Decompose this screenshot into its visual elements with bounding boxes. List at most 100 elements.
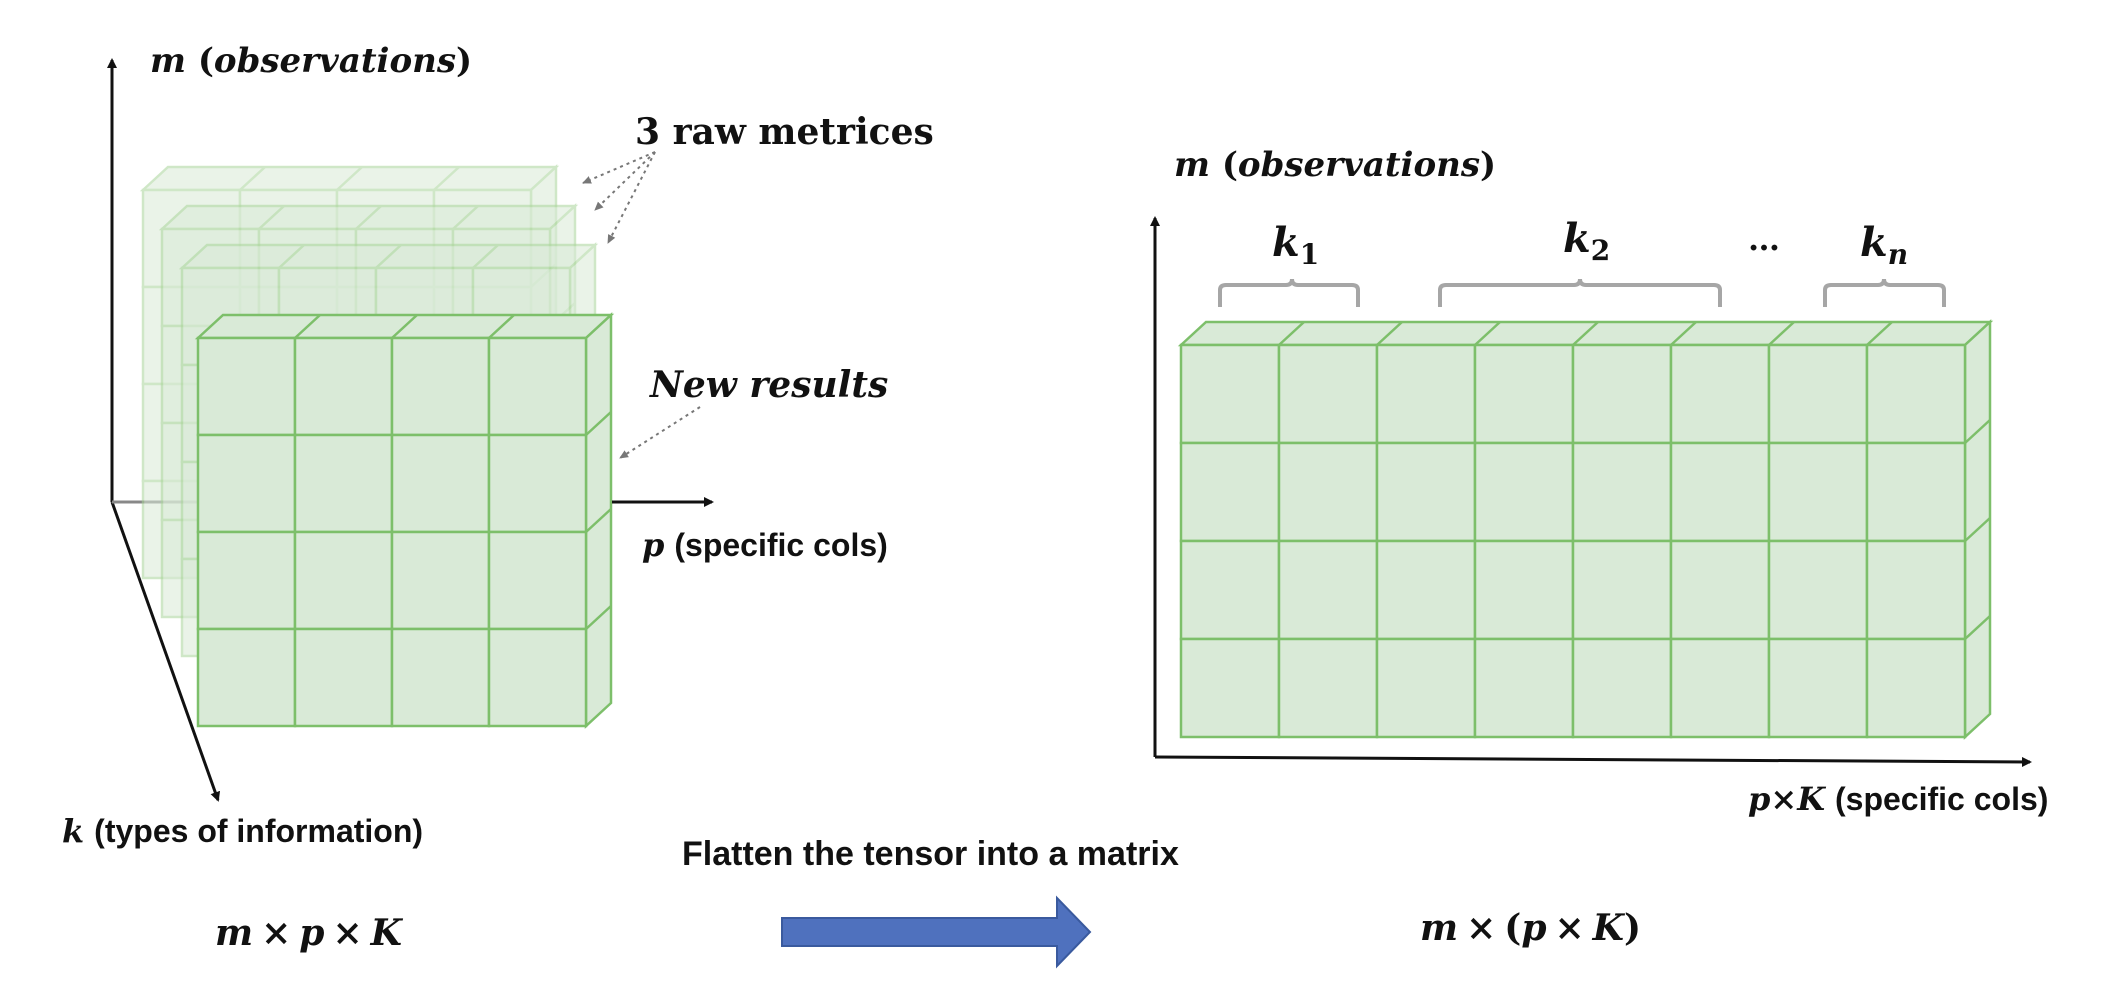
new-results-layer-cell	[196, 336, 297, 437]
new-results-layer-side-divider	[585, 605, 612, 630]
matrix-top-divider	[1474, 321, 1501, 346]
m-axis-label-left: m (observations)	[150, 41, 472, 81]
matrix-cell	[1179, 441, 1281, 543]
new-results-layer-cell	[487, 336, 588, 437]
matrix-group: k1 k2 … kn m (observations) p×K(specific…	[1150, 145, 2048, 949]
tensor-formula: m×p×K	[215, 912, 404, 954]
raw-metric-layer-3-top-divider	[472, 244, 499, 269]
matrix-top-divider	[1572, 321, 1599, 346]
matrix-cell	[1277, 539, 1379, 641]
raw-metrics-label: 3 raw metrices	[635, 111, 934, 153]
matrix-cell	[1669, 539, 1771, 641]
group-ellipsis: …	[1748, 220, 1780, 258]
matrix-cell	[1375, 637, 1477, 739]
matrix-top-divider	[1376, 321, 1403, 346]
matrix-cell	[1669, 343, 1771, 445]
matrix-cell	[1669, 441, 1771, 543]
matrix-cell	[1473, 539, 1575, 641]
transform-group: Flatten the tensor into a matrix	[682, 835, 1179, 969]
new-results-layer-cell	[487, 530, 588, 631]
new-results-layer	[194, 312, 615, 729]
new-results-layer-cell	[390, 336, 491, 437]
bracket-kn	[1823, 278, 1946, 307]
matrix	[1177, 319, 1994, 740]
callout-raw-3	[607, 151, 656, 244]
new-results-layer-cell	[196, 433, 297, 534]
new-results-layer-top-divider	[294, 314, 321, 339]
group-label-k2: k2	[1563, 215, 1610, 267]
new-results-layer-cell	[293, 433, 394, 534]
matrix-cell	[1473, 343, 1575, 445]
matrix-cell	[1767, 637, 1869, 739]
tensor-layers	[139, 164, 615, 729]
new-results-layer-side-divider	[585, 411, 612, 436]
callout-new	[619, 406, 701, 459]
matrix-formula: m×(p×K)	[1420, 907, 1641, 949]
new-results-label: New results	[649, 364, 888, 406]
new-results-layer-side-divider	[585, 508, 612, 533]
raw-metric-layer-2-top-divider	[258, 205, 285, 230]
matrix-cell	[1865, 539, 1967, 641]
matrix-cell	[1865, 637, 1967, 739]
tensor-group: m (observations) 3 raw metrices New resu…	[62, 41, 934, 954]
px-axis-right	[1154, 755, 2032, 767]
matrix-cell	[1277, 637, 1379, 739]
raw-metric-layer-2-top-divider	[355, 205, 382, 230]
matrix-cell	[1767, 343, 1869, 445]
matrix-top-divider	[1670, 321, 1697, 346]
matrix-cell	[1571, 539, 1673, 641]
matrix-cell	[1179, 343, 1281, 445]
matrix-cell	[1865, 441, 1967, 543]
matrix-cells	[1177, 319, 1994, 740]
new-results-layer-cell	[293, 336, 394, 437]
matrix-cell	[1767, 539, 1869, 641]
p-axis-label-left: p(specific cols)	[642, 526, 888, 564]
new-results-layer-cell	[196, 627, 297, 728]
flatten-arrow	[781, 895, 1092, 969]
matrix-top-divider	[1768, 321, 1795, 346]
matrix-cell	[1277, 441, 1379, 543]
matrix-cell	[1473, 441, 1575, 543]
matrix-side-divider	[1964, 517, 1991, 542]
new-results-layer-cell	[487, 627, 588, 728]
matrix-cell	[1669, 637, 1771, 739]
callout-raw-1	[582, 151, 656, 184]
bracket-k1	[1218, 278, 1360, 307]
raw-metric-layer-1-top-divider	[433, 166, 460, 191]
k-axis-label: k(types of information)	[62, 812, 423, 850]
raw-metric-layer-1-top-divider	[239, 166, 266, 191]
raw-metric-layer-3-top-divider	[278, 244, 305, 269]
raw-metric-layer-3-top-divider	[375, 244, 402, 269]
matrix-cell	[1375, 441, 1477, 543]
matrix-cell	[1277, 343, 1379, 445]
new-results-layer-top-divider	[488, 314, 515, 339]
callout-raw-2	[594, 151, 656, 211]
new-results-layer-cell	[487, 433, 588, 534]
matrix-cell	[1179, 539, 1281, 641]
new-results-layer-cell	[293, 627, 394, 728]
px-axis-label: p×K(specific cols)	[1748, 780, 2048, 818]
new-results-layer-cell	[293, 530, 394, 631]
matrix-cell	[1767, 441, 1869, 543]
new-results-layer-cell	[390, 627, 491, 728]
raw-metric-layer-2-top-divider	[452, 205, 479, 230]
k-axis-left	[110, 501, 221, 802]
new-results-layer-cell	[196, 530, 297, 631]
matrix-cell	[1375, 343, 1477, 445]
matrix-side-divider	[1964, 615, 1991, 640]
matrix-cell	[1865, 343, 1967, 445]
matrix-top-divider	[1278, 321, 1305, 346]
group-label-kn: kn	[1860, 219, 1908, 271]
new-results-layer-cell	[390, 530, 491, 631]
new-results-layer-cell	[390, 433, 491, 534]
matrix-cell	[1179, 637, 1281, 739]
transform-label: Flatten the tensor into a matrix	[682, 835, 1179, 873]
matrix-cell	[1571, 637, 1673, 739]
bracket-k2	[1438, 278, 1722, 307]
matrix-side-divider	[1964, 419, 1991, 444]
matrix-cell	[1473, 637, 1575, 739]
raw-metric-layer-1-top-divider	[336, 166, 363, 191]
new-results-layer-top-divider	[391, 314, 418, 339]
matrix-top-divider	[1866, 321, 1893, 346]
